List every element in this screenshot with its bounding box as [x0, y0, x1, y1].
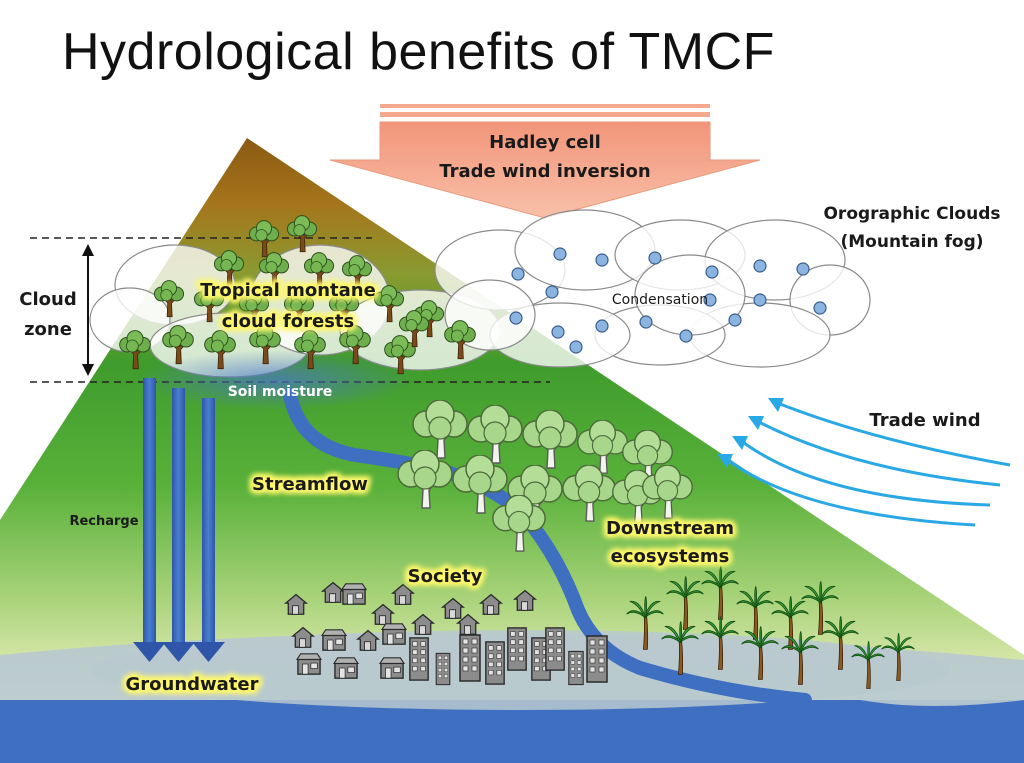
cloud-zone-label-line1: Cloud: [19, 289, 76, 310]
text-labels: Hadley cell Trade wind inversion Orograp…: [19, 132, 1000, 698]
tmcf-line2-glow: cloud forests: [222, 311, 355, 332]
condensation-label: Condensation: [612, 292, 708, 308]
groundwater-glow: Groundwater: [126, 674, 259, 695]
streamflow-label: Streamflow: [252, 474, 368, 495]
cloud-zone-arrow-up: [82, 244, 94, 256]
downstream-line1-glow: Downstream: [606, 518, 734, 539]
recharge-label: Recharge: [69, 514, 138, 529]
soil-moisture-zone: [135, 350, 415, 410]
hadley-cell-label: Hadley cell: [489, 132, 601, 153]
cloud-zone-arrow-down: [82, 364, 94, 376]
downstream-line2-glow: ecosystems: [611, 546, 730, 567]
downstream-label-line1: Downstream: [606, 518, 734, 539]
tmcf-label-line2: cloud forests: [222, 311, 355, 332]
groundwater-label: Groundwater: [126, 674, 259, 695]
hadley-arrow: [329, 104, 761, 219]
soil-moisture-label: Soil moisture: [228, 384, 333, 400]
trade-wind-arrows: [724, 400, 1011, 527]
condensation-droplets: [509, 247, 827, 354]
society-glow: Society: [408, 566, 483, 587]
orographic-clouds-label: Orographic Clouds: [823, 204, 1000, 224]
trade-wind-arrowheads: [717, 398, 784, 468]
trade-wind-inversion-label: Trade wind inversion: [439, 161, 650, 182]
cloud-zone-label-line2: zone: [24, 319, 72, 340]
mountain-fog-label: (Mountain fog): [840, 232, 983, 252]
society-label: Society: [408, 566, 483, 587]
recharge-arrows: [133, 378, 225, 662]
downstream-label-line2: ecosystems: [611, 546, 730, 567]
sea: [0, 700, 1024, 763]
tmcf-line1-glow: Tropical montane: [200, 280, 376, 301]
trade-wind-label: Trade wind: [869, 410, 980, 431]
page-title: Hydrological benefits of TMCF: [62, 23, 775, 81]
streamflow-glow: Streamflow: [252, 474, 368, 495]
tmcf-label-line1: Tropical montane: [200, 280, 376, 301]
label-glow-layer: Tropical montane cloud forests Streamflo…: [123, 278, 737, 698]
